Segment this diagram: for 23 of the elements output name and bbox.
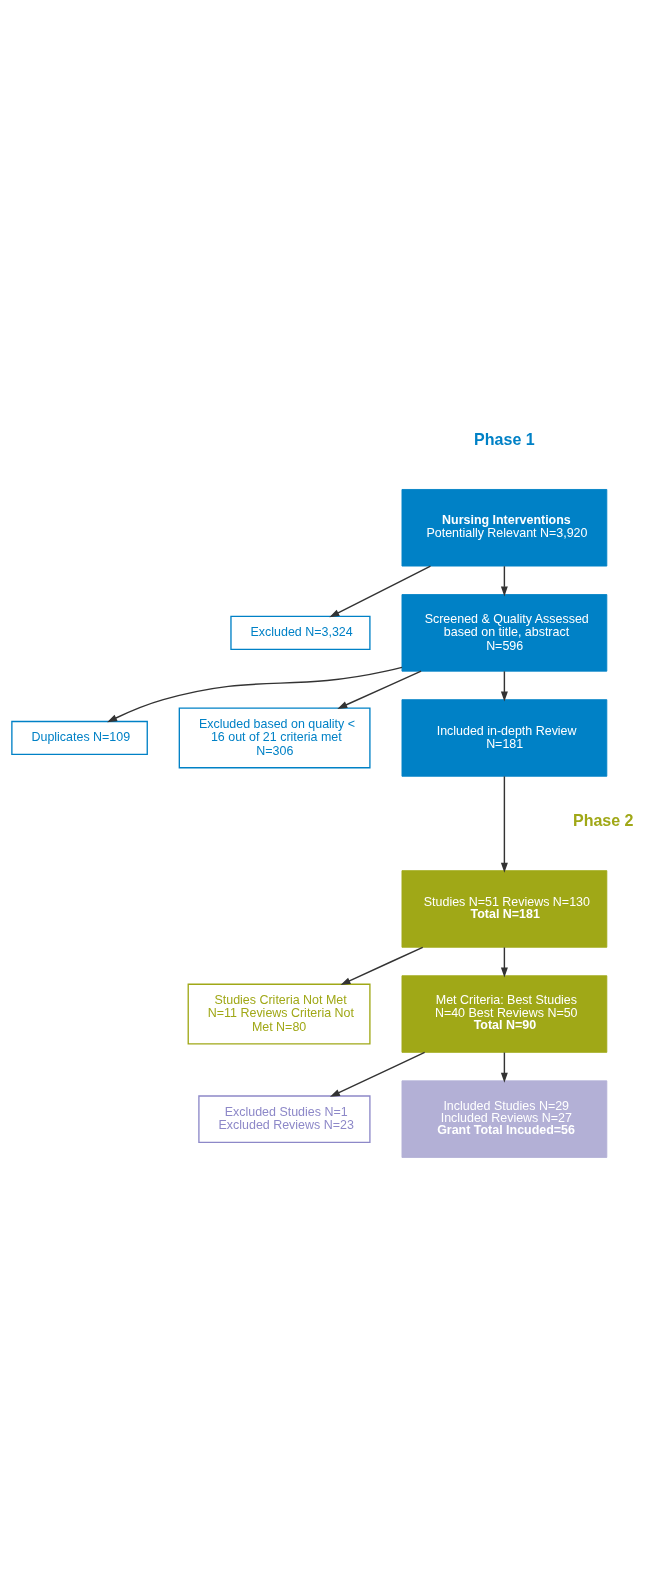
arrow [500, 565, 508, 597]
arrow [329, 565, 432, 618]
node-box: Met Criteria: Best Studies N=40 Best Reviews N=50 Total N=90 [401, 975, 608, 1053]
node-box: Excluded N=3,324 [230, 615, 371, 650]
arrow [500, 1051, 508, 1083]
node-box: Studies N=51 Reviews N=130 Total N=181 [401, 870, 608, 948]
node-box: Screened & Quality Assessed based on title, abstract N=596 [401, 594, 608, 672]
arrow [500, 670, 508, 702]
arrow [340, 946, 424, 985]
node-box: Duplicates N=109 [11, 720, 148, 756]
node-box: Excluded Studies N=1 Excluded Reviews N=23 [198, 1095, 371, 1143]
arrow [107, 666, 403, 723]
arrow [329, 1051, 426, 1097]
node-box: Excluded based on quality < 16 out of 21 criteria met N=306 [178, 707, 371, 769]
node-box: Nursing Interventions Potentially Relevant N=3,920 [401, 489, 608, 567]
label: Phase 2 [572, 811, 634, 830]
label: Phase 1 [474, 430, 535, 449]
arrow [500, 946, 508, 978]
node-box: Included Studies N=29 Included Reviews N=27 Grant Total Incuded=56 [401, 1080, 608, 1158]
arrow [337, 670, 422, 709]
node-box: Studies Criteria Not Met N=11 Reviews Criteria Not Met N=80 [187, 983, 371, 1045]
arrow [500, 775, 508, 873]
node-box: Included in-depth Review N=181 [401, 699, 608, 777]
